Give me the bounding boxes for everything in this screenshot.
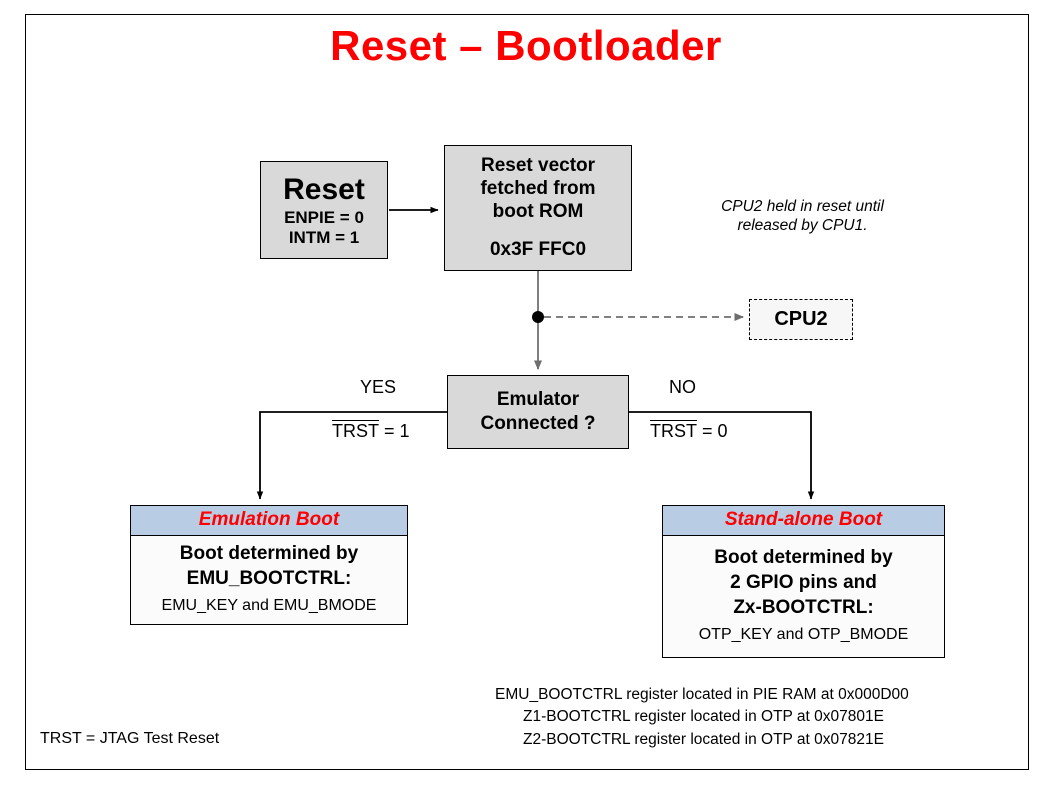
node-cpu2: CPU2 xyxy=(749,299,853,340)
emulator-line1: Emulator xyxy=(496,389,580,411)
node-emulation-boot: Emulation Boot Boot determined by EMU_BO… xyxy=(130,505,408,625)
emulation-boot-detail: EMU_KEY and EMU_BMODE xyxy=(161,596,377,614)
cpu2-note: CPU2 held in reset until released by CPU… xyxy=(721,198,884,235)
footnote-trst-legend: TRST = JTAG Test Reset xyxy=(40,730,220,747)
trst-overline-yes: TRST xyxy=(332,420,379,441)
node-reset: Reset ENPIE = 0 INTM = 1 xyxy=(260,161,388,259)
standalone-boot-body: Boot determined by 2 GPIO pins and Zx-BO… xyxy=(663,536,944,657)
reset-vector-line2: fetched from xyxy=(480,178,596,200)
footnote-register-locations: EMU_BOOTCTRL register located in PIE RAM… xyxy=(495,684,965,751)
edge-label-trst-no: TRST = 0 xyxy=(650,420,728,442)
reset-vector-line1: Reset vector xyxy=(480,155,596,177)
cpu2-label: CPU2 xyxy=(774,308,828,330)
trst-value-no: = 0 xyxy=(697,421,728,441)
footnote-emu-bootctrl: EMU_BOOTCTRL register located in PIE RAM… xyxy=(495,686,909,703)
emulation-boot-body: Boot determined by EMU_BOOTCTRL: EMU_KEY… xyxy=(131,536,407,624)
reset-intm: INTM = 1 xyxy=(288,227,360,247)
footnote-z1-bootctrl: Z1-BOOTCTRL register located in OTP at 0… xyxy=(523,708,884,726)
reset-vector-address: 0x3F FFC0 xyxy=(489,238,587,260)
page-title: Reset – Bootloader xyxy=(330,22,722,69)
trst-overline-no: TRST xyxy=(650,420,697,441)
node-reset-vector: Reset vector fetched from boot ROM 0x3F … xyxy=(444,145,632,271)
node-emulator-connected: Emulator Connected ? xyxy=(447,375,629,449)
standalone-boot-line2: 2 GPIO pins and xyxy=(730,572,877,594)
edge-label-no: NO xyxy=(669,377,696,397)
emulation-boot-header: Emulation Boot xyxy=(131,506,407,536)
standalone-boot-detail: OTP_KEY and OTP_BMODE xyxy=(698,625,909,643)
node-standalone-boot: Stand-alone Boot Boot determined by 2 GP… xyxy=(662,505,945,658)
trst-value-yes: = 1 xyxy=(379,421,410,441)
emulation-boot-line2: EMU_BOOTCTRL: xyxy=(186,568,352,589)
emulation-boot-line1: Boot determined by xyxy=(179,543,359,565)
emulator-line2: Connected ? xyxy=(480,413,596,434)
edge-label-trst-yes: TRST = 1 xyxy=(332,420,410,442)
standalone-boot-header: Stand-alone Boot xyxy=(663,506,944,536)
reset-enpie: ENPIE = 0 xyxy=(284,207,364,227)
reset-title: Reset xyxy=(283,173,365,207)
standalone-boot-line1: Boot determined by xyxy=(714,547,893,569)
reset-vector-line3: boot ROM xyxy=(492,200,584,222)
footnote-z2-bootctrl: Z2-BOOTCTRL register located in OTP at 0… xyxy=(523,730,884,748)
edge-label-yes: YES xyxy=(360,377,397,397)
standalone-boot-line3: Zx-BOOTCTRL: xyxy=(733,596,874,618)
